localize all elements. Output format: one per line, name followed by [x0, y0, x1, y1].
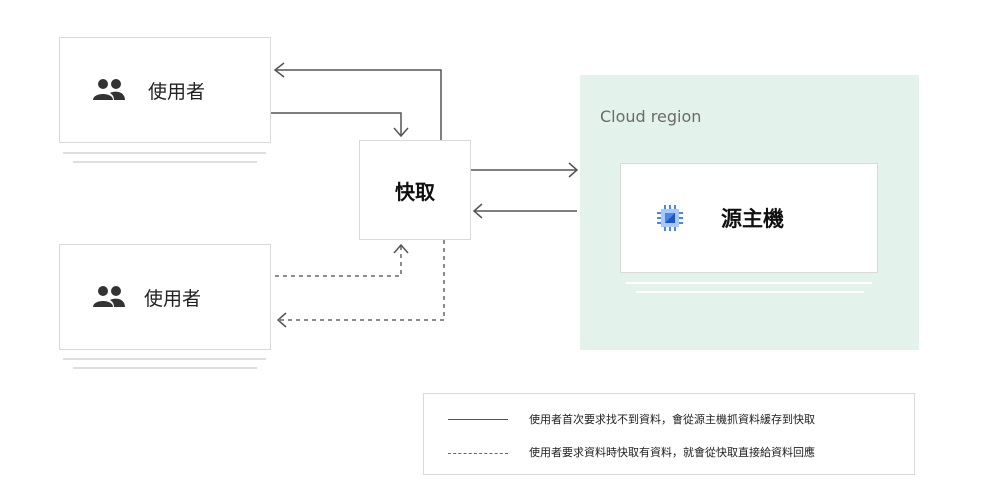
legend-dashed-label: 使用者要求資料時快取有資料，就會從快取直接給資料回應 — [529, 446, 815, 459]
edge-cache-to-user-bottom — [278, 240, 445, 321]
origin-shadow-1 — [626, 282, 872, 284]
users-icon — [93, 79, 125, 100]
legend-solid-line — [448, 419, 508, 420]
origin-shadow-2 — [636, 291, 864, 293]
user-label-bottom: 使用者 — [144, 287, 202, 310]
arrowhead-user-top — [273, 62, 285, 78]
cache-node: 快取 — [359, 140, 471, 240]
user-top-shadow-1 — [63, 152, 266, 154]
user-label-top: 使用者 — [148, 80, 206, 103]
user-bottom-shadow-1 — [63, 358, 266, 360]
cloud-region-label: Cloud region — [600, 107, 702, 126]
users-icon — [93, 286, 125, 307]
legend-dashed-line — [448, 453, 508, 454]
edge-user-top-to-cache — [271, 112, 402, 136]
origin-label: 源主機 — [721, 207, 784, 231]
arrowhead-cache-bottom — [393, 243, 409, 254]
arrowhead-cache-right — [472, 203, 483, 219]
arrowhead-origin — [568, 162, 579, 178]
user-node-bottom: 使用者 — [59, 244, 271, 350]
user-top-shadow-2 — [73, 161, 257, 163]
cache-label: 快取 — [395, 179, 435, 204]
legend: 使用者首次要求找不到資料，會從源主機抓資料緩存到快取 使用者要求資料時快取有資料… — [423, 393, 915, 475]
chip-icon — [657, 205, 683, 231]
arrowhead-cache-top — [393, 127, 409, 138]
arrowhead-user-bottom — [276, 312, 287, 328]
user-bottom-shadow-2 — [73, 367, 257, 369]
edge-cache-to-user-top — [275, 69, 442, 140]
origin-node: 源主機 — [620, 163, 878, 273]
edge-user-bottom-to-cache — [275, 246, 402, 277]
user-node-top: 使用者 — [59, 37, 271, 143]
legend-solid-label: 使用者首次要求找不到資料，會從源主機抓資料緩存到快取 — [529, 413, 815, 426]
